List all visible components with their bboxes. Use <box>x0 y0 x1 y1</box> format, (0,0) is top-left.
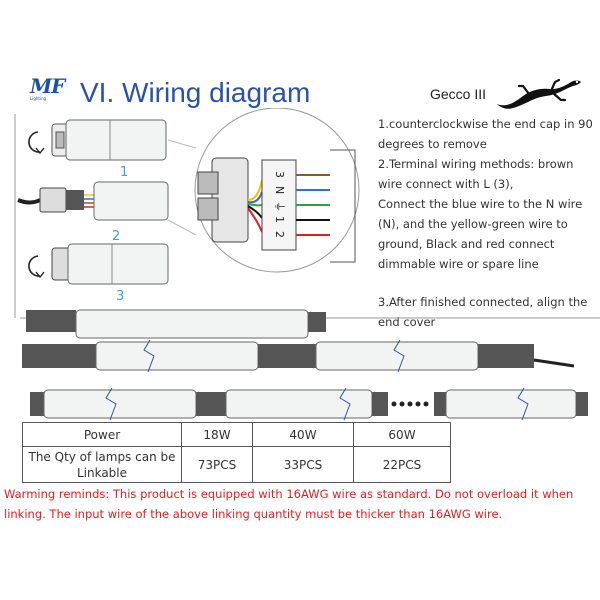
linked-lamps-row <box>22 339 575 373</box>
logo-mark: MF <box>30 76 74 96</box>
many-linked-lamps-row <box>30 387 588 421</box>
table-cell: 60W <box>353 422 451 447</box>
step-number-2: 2 <box>112 229 120 244</box>
step-2-detail-text: Connect the blue wire to the N wire (N),… <box>378 197 583 271</box>
table-row: Power 18W 40W 60W <box>22 422 451 447</box>
terminal-label-1: 1 <box>273 216 286 223</box>
brand-name: Gecco III <box>430 86 487 102</box>
terminal-label-n: N <box>273 186 286 194</box>
terminal-label-3: 3 <box>273 171 286 178</box>
logo-text: MF <box>30 74 65 98</box>
instruction-steps: 1.counterclockwise the end cap in 90 deg… <box>378 114 600 332</box>
step-2-illustration <box>17 181 169 221</box>
logo-subtext: Lighting <box>30 96 47 101</box>
linking-quantity-table: Power 18W 40W 60W The Qty of lamps can b… <box>22 422 451 483</box>
warning-text: Warming reminds: This product is equippe… <box>4 487 574 521</box>
table-cell: 22PCS <box>353 446 451 483</box>
gecko-lizard-icon <box>497 78 581 109</box>
table-cell: The Qty of lamps can be Linkable <box>22 446 182 483</box>
terminal-label-ground: ⏚ <box>273 201 286 212</box>
step-1-illustration <box>28 119 167 161</box>
page-title: VI. Wiring diagram <box>80 77 311 108</box>
table-cell: 40W <box>252 422 354 447</box>
terminal-label-2: 2 <box>273 231 286 238</box>
zoom-connector-line <box>167 139 197 149</box>
step-1-text: 1.counterclockwise the end cap in 90 deg… <box>378 117 593 151</box>
zoom-connector-line <box>167 219 197 236</box>
step-number-1: 1 <box>120 165 128 180</box>
table-cell: 18W <box>181 422 253 447</box>
table-cell: 33PCS <box>252 446 354 483</box>
terminal-zoom-circle <box>194 108 360 273</box>
mf-logo: MF Lighting <box>30 76 74 104</box>
single-lamp <box>26 309 326 339</box>
wiring-diagram: 1 2 3 3 N ⏚ 1 <box>14 108 600 421</box>
table-cell: Power <box>22 422 182 447</box>
table-cell: 73PCS <box>181 446 253 483</box>
step-2-text: 2.Terminal wiring methods: brown wire co… <box>378 157 574 191</box>
table-row: The Qty of lamps can be Linkable 73PCS 3… <box>22 446 451 483</box>
step-3-illustration <box>28 243 169 285</box>
step-number-3: 3 <box>116 289 124 304</box>
